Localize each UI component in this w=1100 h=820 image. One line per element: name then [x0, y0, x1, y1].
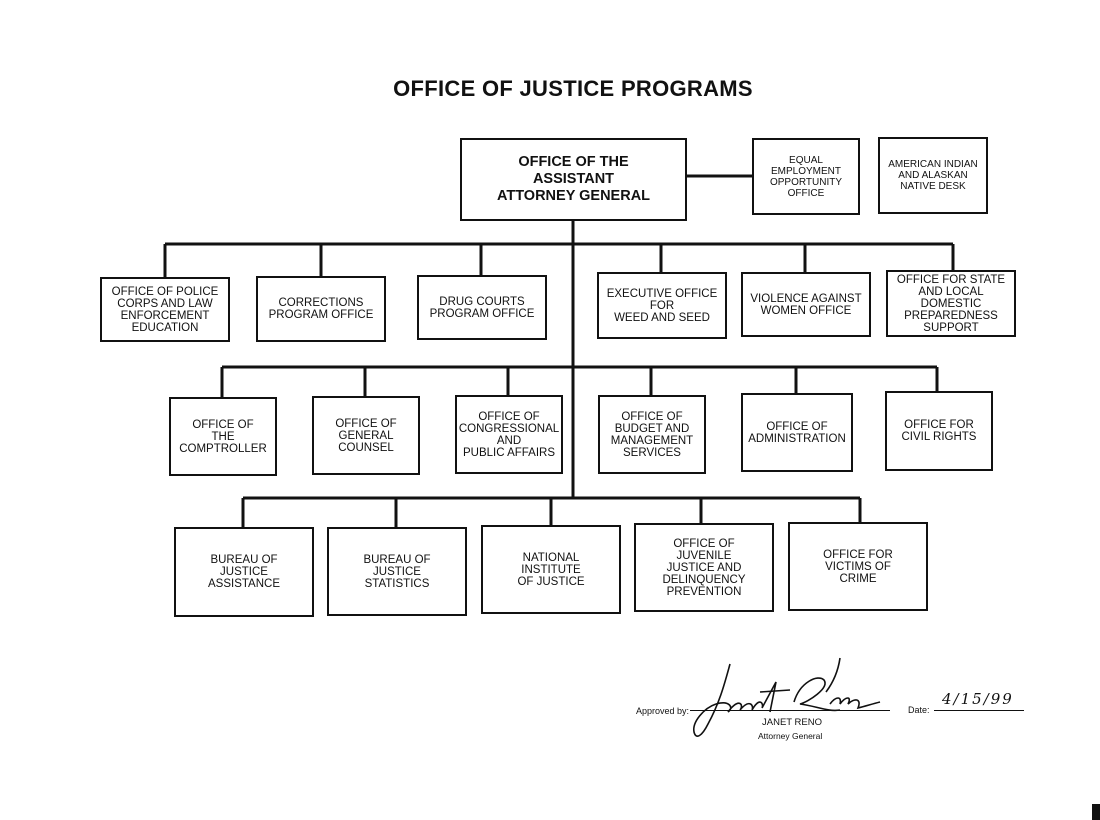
row2-label-0: OFFICE OF THE COMPTROLLER — [179, 418, 267, 455]
eeo-office-box: EQUAL EMPLOYMENT OPPORTUNITY OFFICE — [752, 138, 860, 215]
row1-label-2: DRUG COURTS PROGRAM OFFICE — [429, 295, 535, 320]
row1-box-weed-and-seed: EXECUTIVE OFFICE FOR WEED AND SEED — [597, 272, 727, 339]
native-desk-box: AMERICAN INDIAN AND ALASKAN NATIVE DESK — [878, 137, 988, 214]
side-label-1: AMERICAN INDIAN AND ALASKAN NATIVE DESK — [888, 159, 978, 192]
row3-box-bja: BUREAU OF JUSTICE ASSISTANCE — [174, 527, 314, 617]
head-label: OFFICE OF THE ASSISTANT ATTORNEY GENERAL — [496, 154, 651, 204]
row2-box-general-counsel: OFFICE OF GENERAL COUNSEL — [312, 396, 420, 475]
row1-label-0: OFFICE OF POLICE CORPS AND LAW ENFORCEME… — [111, 285, 219, 334]
assistant-attorney-general-box: OFFICE OF THE ASSISTANT ATTORNEY GENERAL — [460, 138, 687, 221]
row3-box-nij: NATIONAL INSTITUTE OF JUSTICE — [481, 525, 621, 614]
row3-label-1: BUREAU OF JUSTICE STATISTICS — [363, 553, 431, 590]
row1-label-5: OFFICE FOR STATE AND LOCAL DOMESTIC PREP… — [896, 273, 1006, 334]
row2-label-5: OFFICE FOR CIVIL RIGHTS — [901, 419, 977, 443]
row2-box-congressional-affairs: OFFICE OF CONGRESSIONAL AND PUBLIC AFFAI… — [455, 395, 563, 474]
row1-box-corrections: CORRECTIONS PROGRAM OFFICE — [256, 276, 386, 342]
row1-box-violence-against-women: VIOLENCE AGAINST WOMEN OFFICE — [741, 272, 871, 337]
row3-label-0: BUREAU OF JUSTICE ASSISTANCE — [208, 554, 280, 590]
date-label: Date: — [908, 705, 930, 715]
row3-box-victims-of-crime: OFFICE FOR VICTIMS OF CRIME — [788, 522, 928, 611]
row1-label-3: EXECUTIVE OFFICE FOR WEED AND SEED — [606, 287, 718, 324]
approver-name: JANET RENO — [762, 717, 823, 728]
row1-box-police-corps: OFFICE OF POLICE CORPS AND LAW ENFORCEME… — [100, 277, 230, 342]
signature-icon — [693, 657, 881, 737]
row2-label-2: OFFICE OF CONGRESSIONAL AND PUBLIC AFFAI… — [458, 410, 560, 459]
date-line — [934, 700, 1024, 711]
side-label-0: EQUAL EMPLOYMENT OPPORTUNITY OFFICE — [769, 154, 843, 199]
row2-box-comptroller: OFFICE OF THE COMPTROLLER — [169, 397, 277, 476]
row2-box-civil-rights: OFFICE FOR CIVIL RIGHTS — [885, 391, 993, 471]
scan-edge-mark — [1092, 804, 1100, 820]
row2-label-3: OFFICE OF BUDGET AND MANAGEMENT SERVICES — [610, 410, 694, 459]
row3-label-4: OFFICE FOR VICTIMS OF CRIME — [823, 548, 893, 585]
row1-label-4: VIOLENCE AGAINST WOMEN OFFICE — [750, 292, 862, 317]
approved-by-label: Approved by: — [636, 706, 690, 716]
row3-box-bjs: BUREAU OF JUSTICE STATISTICS — [327, 527, 467, 616]
row1-label-1: CORRECTIONS PROGRAM OFFICE — [268, 297, 374, 321]
chart-title: OFFICE OF JUSTICE PROGRAMS — [393, 76, 753, 101]
date-value: 4/15/99 — [942, 690, 1014, 708]
row3-box-ojjdp: OFFICE OF JUVENILE JUSTICE AND DELINQUEN… — [634, 523, 774, 612]
row2-box-budget-management: OFFICE OF BUDGET AND MANAGEMENT SERVICES — [598, 395, 706, 474]
row2-label-1: OFFICE OF GENERAL COUNSEL — [335, 417, 397, 454]
row2-box-administration: OFFICE OF ADMINISTRATION — [741, 393, 853, 472]
approver-position: Attorney General — [758, 731, 823, 741]
row1-box-domestic-preparedness: OFFICE FOR STATE AND LOCAL DOMESTIC PREP… — [886, 270, 1016, 337]
row2-label-4: OFFICE OF ADMINISTRATION — [748, 420, 846, 445]
row3-label-3: OFFICE OF JUVENILE JUSTICE AND DELINQUEN… — [662, 537, 746, 598]
row3-label-2: NATIONAL INSTITUTE OF JUSTICE — [517, 551, 585, 588]
signature-line — [690, 700, 890, 711]
row1-box-drug-courts: DRUG COURTS PROGRAM OFFICE — [417, 275, 547, 340]
